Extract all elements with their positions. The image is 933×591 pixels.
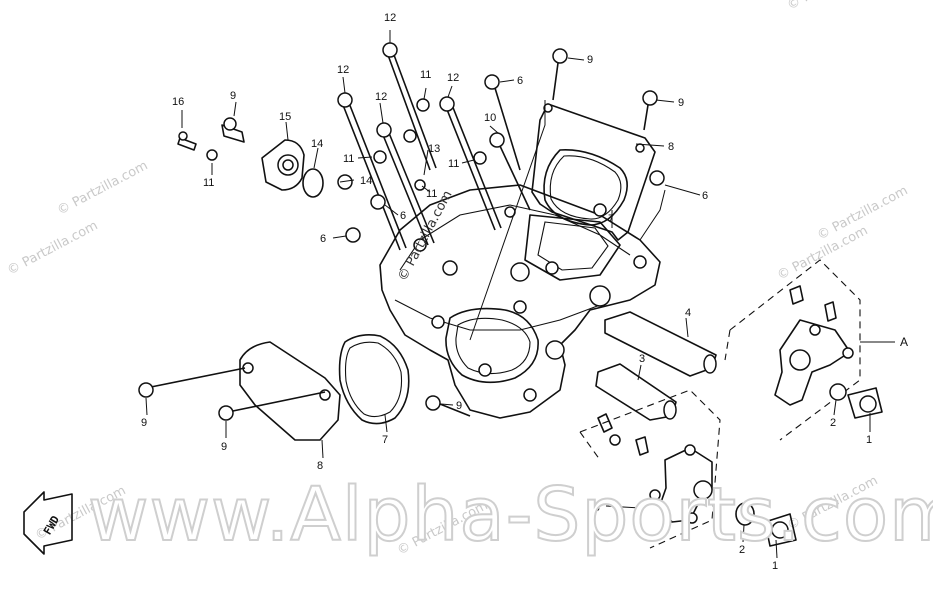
watermark: © Partzilla.com <box>785 0 881 14</box>
bolts <box>138 42 665 421</box>
callout-12: 12 <box>447 72 459 84</box>
water-fitting <box>177 117 324 198</box>
callout-9: 9 <box>230 90 236 102</box>
callout-6: 6 <box>702 190 708 202</box>
callout-12: 12 <box>337 64 349 76</box>
callout-7: 7 <box>608 213 614 225</box>
callout-9: 9 <box>587 54 593 66</box>
shaft-tubes <box>595 311 717 421</box>
cylinder-head: © Partzilla.com <box>379 184 661 419</box>
callout-10: 10 <box>484 112 496 124</box>
callout-labels: 12 12 12 12 11 6 9 9 8 6 7 10 13 11 11 1… <box>141 12 908 572</box>
watermark: © Partzilla.com <box>55 158 151 218</box>
callout-9: 9 <box>456 400 462 412</box>
callout-11: 11 <box>426 188 437 200</box>
callout-8: 8 <box>317 460 323 472</box>
callout-11: 11 <box>343 153 354 165</box>
callout-6: 6 <box>517 75 523 87</box>
watermark: © Partzilla.com <box>5 218 101 278</box>
callout-9: 9 <box>678 97 684 109</box>
callout-15: 15 <box>279 111 291 123</box>
callout-13: 13 <box>428 143 440 155</box>
rocker-assembly-b <box>579 389 797 549</box>
ref-label-b: B <box>592 500 600 514</box>
callout-4: 4 <box>685 307 691 319</box>
callout-16: 16 <box>172 96 184 108</box>
callout-13: 14 <box>360 175 372 187</box>
callout-2: 2 <box>830 417 836 429</box>
callout-12: 12 <box>375 91 387 103</box>
banner-watermark: www.Alpha-Sports.com <box>88 472 933 558</box>
side-cover <box>239 334 410 441</box>
callout-11: 11 <box>203 177 214 189</box>
callout-12: 12 <box>384 12 396 24</box>
callout-2: 2 <box>739 544 745 556</box>
callout-8: 8 <box>668 141 674 153</box>
callout-14: 14 <box>311 138 323 150</box>
callout-1: 1 <box>772 560 778 572</box>
rocker-assembly-a <box>724 259 883 441</box>
callout-1: 1 <box>866 434 872 446</box>
callout-3: 3 <box>639 353 645 365</box>
top-cover-plate <box>531 103 656 241</box>
ref-label-a: A <box>900 335 908 349</box>
callout-9: 9 <box>221 441 227 453</box>
callout-11: 11 <box>420 69 431 81</box>
callout-11: 11 <box>448 158 459 170</box>
callout-6: 6 <box>400 210 406 222</box>
leader-lines <box>145 30 895 559</box>
callout-9: 9 <box>141 417 147 429</box>
callout-7: 7 <box>382 434 388 446</box>
callout-6: 6 <box>320 233 326 245</box>
